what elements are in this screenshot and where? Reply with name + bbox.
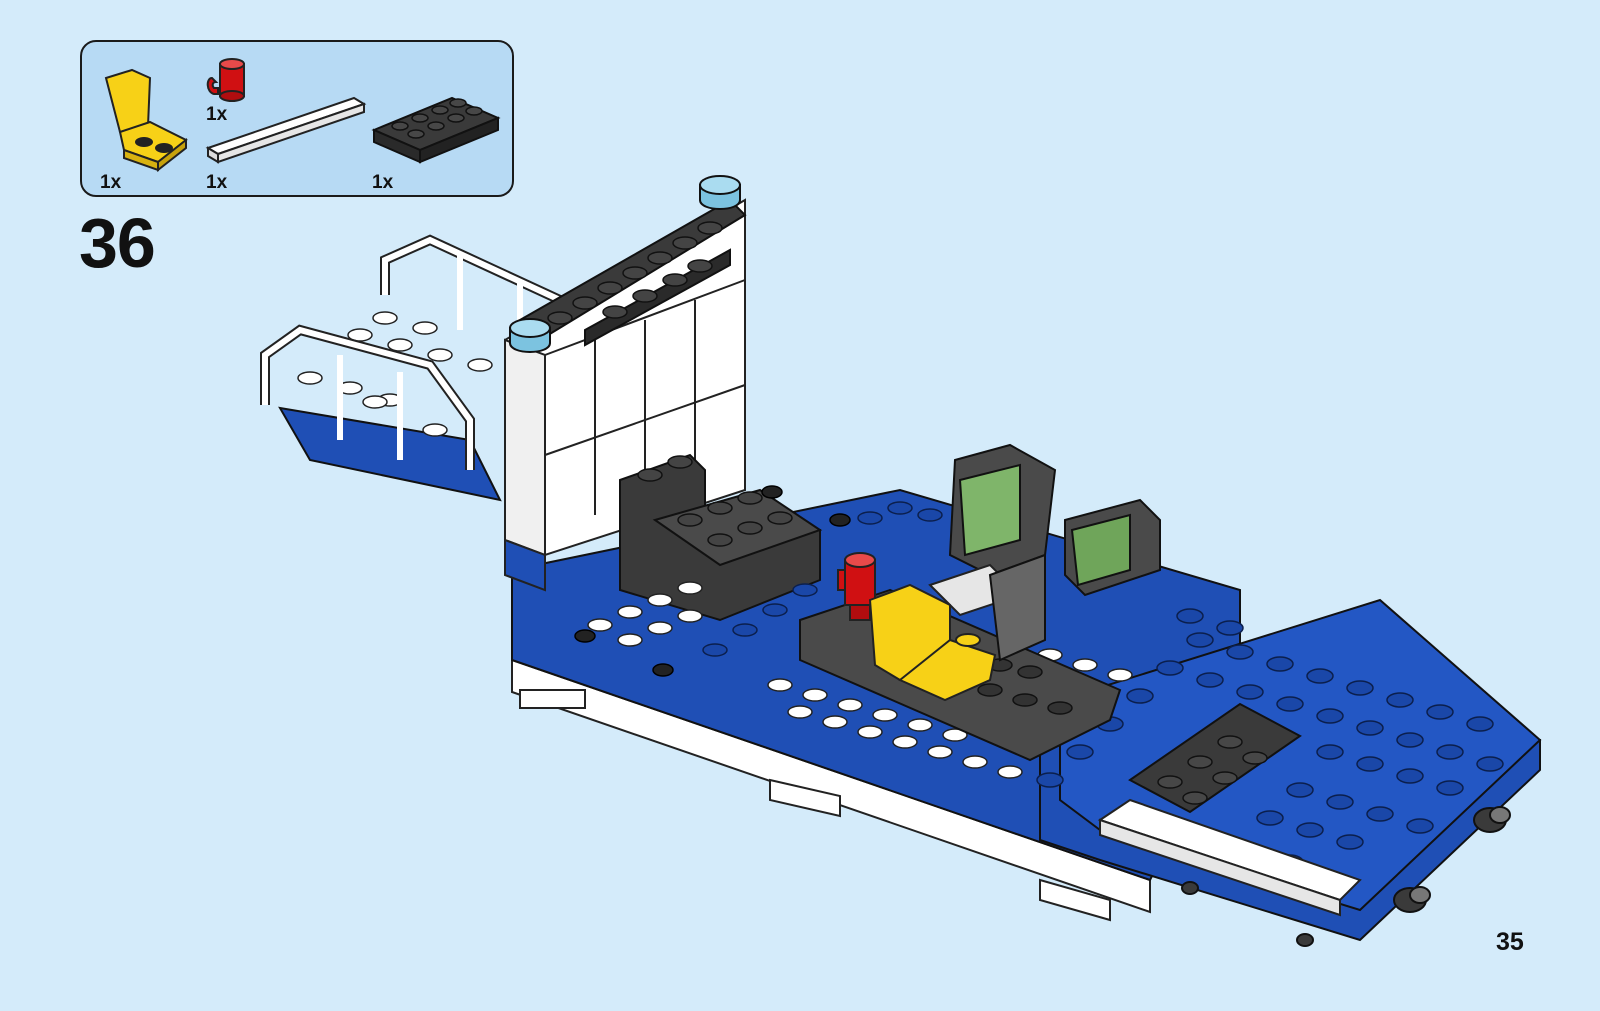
page-number: 35 [1496,928,1524,957]
